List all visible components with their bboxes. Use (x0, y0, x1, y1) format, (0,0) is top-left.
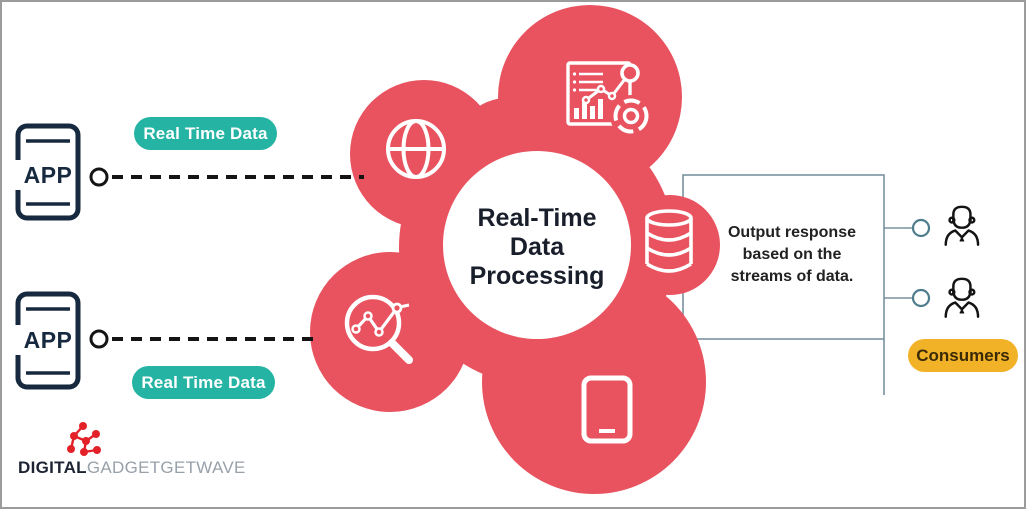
output-response-text: Output response based on the streams of … (727, 224, 856, 285)
center-title: Real-Time Data Processing (469, 204, 605, 290)
person-icon-1 (944, 205, 980, 247)
person-icon-2 (944, 277, 980, 319)
globe-icon (386, 119, 446, 179)
app-label-bottom: APP (23, 327, 73, 353)
connector-ring-top (89, 167, 109, 187)
database-icon (645, 209, 693, 273)
realtime-badge-bottom: Real Time Data (132, 366, 275, 399)
logo-text-bold: DIGITAL (18, 458, 87, 477)
app-phone-bottom-icon (13, 291, 81, 390)
realtime-badge-top: Real Time Data (134, 117, 277, 150)
consumer-ring-1 (911, 218, 931, 238)
app-phone-top-icon (13, 123, 81, 221)
app-label-top: APP (23, 162, 73, 188)
consumer-connectors (884, 218, 931, 308)
chart-magnifier-icon (344, 294, 413, 364)
center-circle (443, 151, 631, 339)
analytics-dashboard-icon (566, 61, 652, 137)
logo-network-icon (67, 422, 101, 456)
logo-text: DIGITALGADGETGETWAVE (18, 458, 246, 478)
connector-ring-bottom (89, 329, 109, 349)
smartphone-icon (581, 375, 633, 444)
consumers-badge: Consumers (908, 339, 1018, 372)
logo-text-light: GADGETGETWAVE (86, 458, 246, 477)
consumer-ring-2 (911, 288, 931, 308)
